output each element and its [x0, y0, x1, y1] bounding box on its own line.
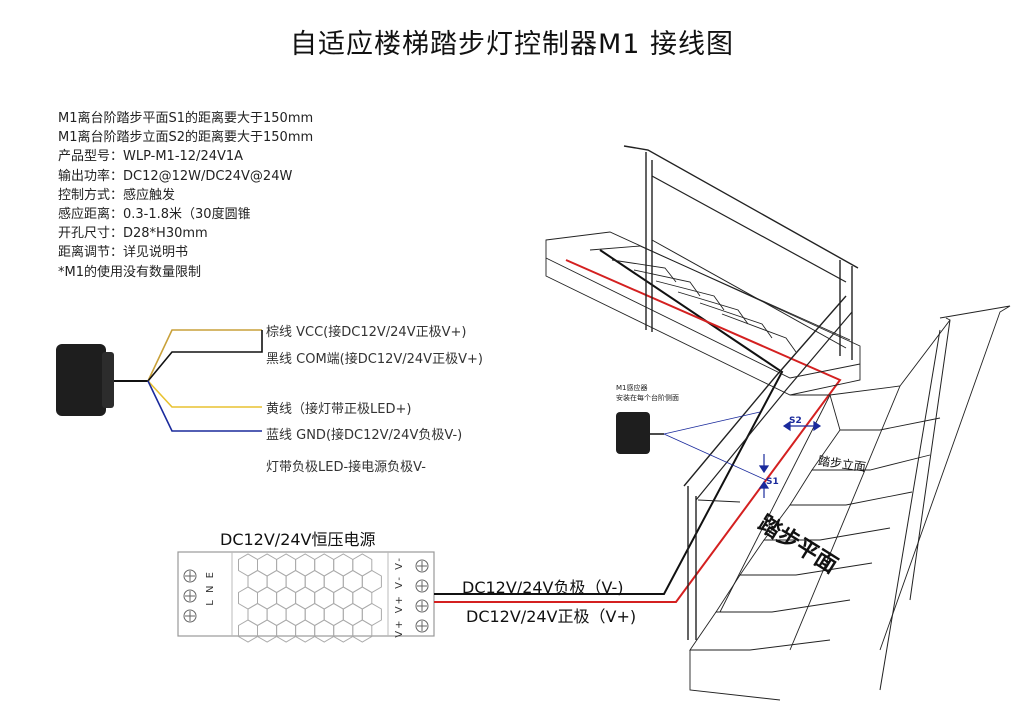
spec-line: M1离台阶踏步平面S1的距离要大于150mm [58, 111, 314, 126]
yellow-wire [147, 380, 262, 408]
m1-sensor-icon [56, 344, 148, 416]
output-cables [434, 249, 842, 603]
psu-input-terminals: L N E [205, 570, 216, 606]
m1-sensor-small-icon [616, 411, 767, 481]
brown-wire [147, 329, 262, 382]
spec-list: M1离台阶踏步平面S1的距离要大于150mm M1离台阶踏步立面S2的距离要大于… [58, 109, 313, 282]
positive-output-label: DC12V/24V正极（V+) [466, 607, 637, 626]
staircase [545, 145, 1011, 701]
yellow-wire-label: 黄线（接灯带正极LED+) [266, 402, 412, 417]
diagram-title: 自适应楼梯踏步灯控制器M1 接线图 [289, 29, 735, 60]
spec-line: 控制方式：感应触发 [58, 187, 176, 203]
sensor-note-title: M1感应器 [616, 384, 648, 392]
psu-output-terminals: V+ V+ V- V- [394, 556, 405, 638]
spec-line: 开孔尺寸：D28*H30mm [58, 226, 208, 242]
spec-line: *M1的使用没有数量限制 [58, 264, 201, 280]
distance-markers [758, 420, 822, 498]
vent-hexagon [352, 619, 373, 643]
negative-cable [434, 249, 784, 595]
blue-wire [147, 380, 262, 432]
negative-output-label: DC12V/24V负极（V-) [462, 578, 624, 597]
positive-cable [434, 259, 842, 603]
black-wire-label: 黑线 COM端(接DC12V/24V正极V+) [266, 352, 483, 367]
black-wire [147, 330, 263, 382]
s2-label: S2 [789, 416, 802, 426]
spec-line: 距离调节：详见说明书 [58, 245, 189, 261]
brown-wire-label: 棕线 VCC(接DC12V/24V正极V+) [266, 325, 467, 340]
spec-line: 输出功率：DC12@12W/DC24V@24W [58, 168, 293, 184]
psu-title: DC12V/24V恒压电源 [220, 530, 376, 549]
power-supply [177, 551, 435, 643]
sensor-wires [147, 329, 263, 432]
s1-label: S1 [766, 477, 779, 487]
psu-vent-pattern [238, 553, 382, 643]
blue-wire-label: 蓝线 GND(接DC12V/24V负极V-) [266, 428, 463, 443]
spec-line: 感应距离：0.3-1.8米（30度圆锥 [58, 207, 251, 223]
spec-line: 产品型号：WLP-M1-12/24V1A [58, 149, 244, 165]
sensor-note-desc: 安装在每个台阶侧面 [616, 394, 679, 402]
strip-negative-note: 灯带负极LED-接电源负极V- [266, 460, 426, 475]
spec-line: M1离台阶踏步立面S2的距离要大于150mm [58, 130, 314, 146]
